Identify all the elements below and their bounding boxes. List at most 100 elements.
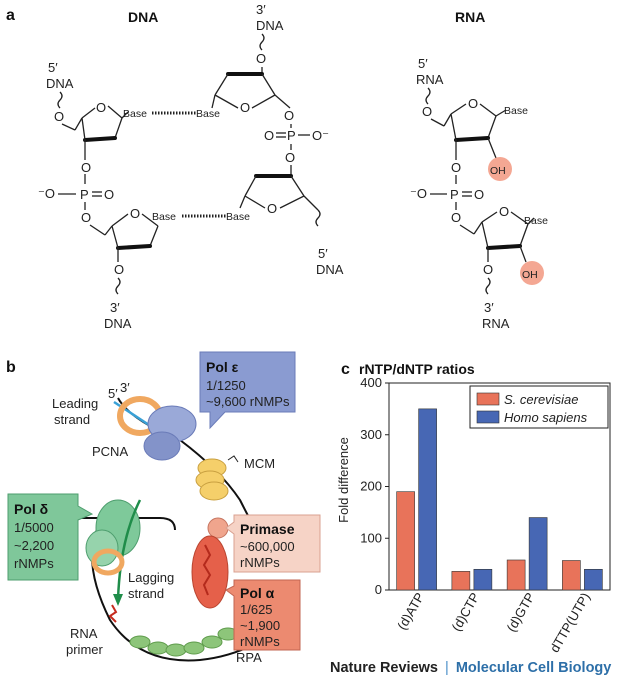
- ring-oxygen: O: [499, 204, 509, 219]
- base-label: Base: [524, 215, 548, 227]
- bond: [61, 123, 76, 131]
- rna-primer-label-line2: primer: [66, 642, 104, 657]
- oh-highlight-circle: [520, 261, 544, 285]
- legend-label: Homo sapiens: [504, 410, 588, 425]
- lagging-template-strand: [60, 517, 176, 531]
- bond: [473, 221, 483, 235]
- phosphorus: P: [80, 187, 89, 202]
- oxygen-label: O: [474, 187, 484, 202]
- y-axis-label: Fold difference: [336, 437, 351, 523]
- phosphorus: P: [287, 128, 296, 143]
- oxygen-label: O: [54, 109, 64, 124]
- bond: [211, 94, 216, 109]
- bar-s-cerevisiae: [506, 559, 526, 591]
- legend-swatch: [476, 410, 500, 424]
- mcm-helicase: [195, 458, 229, 501]
- wavy-bond: [485, 277, 491, 295]
- pcna-ring-lagging: [91, 548, 125, 576]
- pol-alpha-count: ~1,900: [240, 618, 280, 633]
- bond: [454, 136, 490, 142]
- oh-highlight-circle: [488, 157, 512, 181]
- pol-delta-name: Pol δ: [14, 501, 48, 517]
- bond: [89, 224, 106, 236]
- bond: [487, 115, 497, 139]
- bond: [111, 225, 119, 249]
- rna-label-bottom: RNA: [482, 316, 510, 331]
- dna-right-strand: 3′ DNA O O Base O O P O⁻ O O Base: [196, 2, 344, 277]
- rpa-beads: [129, 627, 239, 657]
- o-minus: ⁻O: [410, 186, 427, 201]
- oxygen-label: O: [114, 262, 124, 277]
- bond: [481, 221, 489, 249]
- o-minus: ⁻O: [38, 186, 55, 201]
- rna-3prime: 3′: [484, 300, 494, 315]
- rna-primer-label-line1: RNA: [70, 626, 98, 641]
- pol-alpha-body: [191, 535, 229, 609]
- oxygen-label: O: [104, 187, 114, 202]
- oxygen-label: O: [483, 262, 493, 277]
- bar-homo-sapiens: [584, 568, 603, 591]
- pol-delta-ratio: 1/5000: [14, 520, 54, 535]
- bar-s-cerevisiae: [396, 491, 415, 591]
- pol-epsilon-count: ~9,600 rNMPs: [206, 394, 290, 409]
- callout-box: [199, 351, 296, 430]
- bond: [303, 195, 319, 211]
- pol-delta-unit: rNMPs: [14, 556, 54, 571]
- mcm-subunit: [199, 481, 229, 501]
- bond: [479, 103, 497, 117]
- phosphorus: P: [450, 187, 459, 202]
- bond: [290, 175, 305, 197]
- ring-oxygen: O: [96, 100, 106, 115]
- bond: [149, 225, 159, 247]
- oxygen-label: O: [284, 108, 294, 123]
- y-tick-label: 200: [360, 479, 382, 494]
- pcna-label: PCNA: [92, 444, 128, 459]
- bond: [244, 175, 257, 197]
- y-tick-label: 300: [360, 427, 382, 442]
- o-minus: O⁻: [312, 128, 329, 143]
- bar-chart: Fold difference 0 100 200 300 400 (d)ATP (d)C…: [336, 375, 611, 655]
- base-label: Base: [226, 211, 250, 223]
- bond: [487, 137, 497, 159]
- y-tick-label: 400: [360, 375, 382, 390]
- mcm-label: MCM: [244, 456, 275, 471]
- pol-alpha-name: Pol α: [240, 585, 275, 601]
- bond: [450, 113, 457, 141]
- bar-s-cerevisiae: [562, 560, 581, 591]
- ring-oxygen: O: [240, 100, 250, 115]
- lagging-strand-label-line1: Lagging: [128, 570, 174, 585]
- dna-label-bottom-left: DNA: [104, 316, 132, 331]
- oxygen-label: O: [264, 128, 274, 143]
- base-label: Base: [152, 211, 176, 223]
- hydroxyl-label: OH: [490, 165, 506, 177]
- bond: [121, 111, 129, 119]
- oxygen-label: O: [451, 210, 461, 225]
- journal-subtitle: Molecular Cell Biology: [455, 660, 612, 676]
- oxygen-label: O: [285, 150, 295, 165]
- pol-alpha-unit: rNMPs: [240, 634, 280, 649]
- dna-3prime-top: 3′: [256, 2, 266, 17]
- rpa-bead: [129, 635, 151, 649]
- bond: [519, 245, 527, 263]
- bond: [244, 195, 266, 209]
- legend-label: S. cerevisiae: [504, 392, 578, 407]
- primase-count: ~600,000: [240, 539, 295, 554]
- x-tick-label: (d)ATP: [394, 590, 427, 632]
- primase-unit: rNMPs: [240, 555, 280, 570]
- hydroxyl-label: OH: [522, 269, 538, 281]
- pol-delta-body: [85, 529, 119, 567]
- arrowhead: [113, 594, 123, 606]
- bond: [481, 211, 498, 223]
- pol-delta-callout: Pol δ 1/5000 ~2,200 rNMPs: [7, 493, 94, 581]
- bond: [519, 223, 529, 247]
- oxygen-label: O: [451, 160, 461, 175]
- bond: [450, 103, 467, 115]
- dna-3prime-bottom: 3′: [110, 300, 120, 315]
- y-tick-label: 0: [375, 582, 382, 597]
- pol-alpha-arrow: [202, 544, 212, 596]
- y-tick-label: 100: [360, 530, 382, 545]
- leading-strand-label-line2: strand: [54, 412, 90, 427]
- x-tick-label: (d)CTP: [449, 590, 483, 634]
